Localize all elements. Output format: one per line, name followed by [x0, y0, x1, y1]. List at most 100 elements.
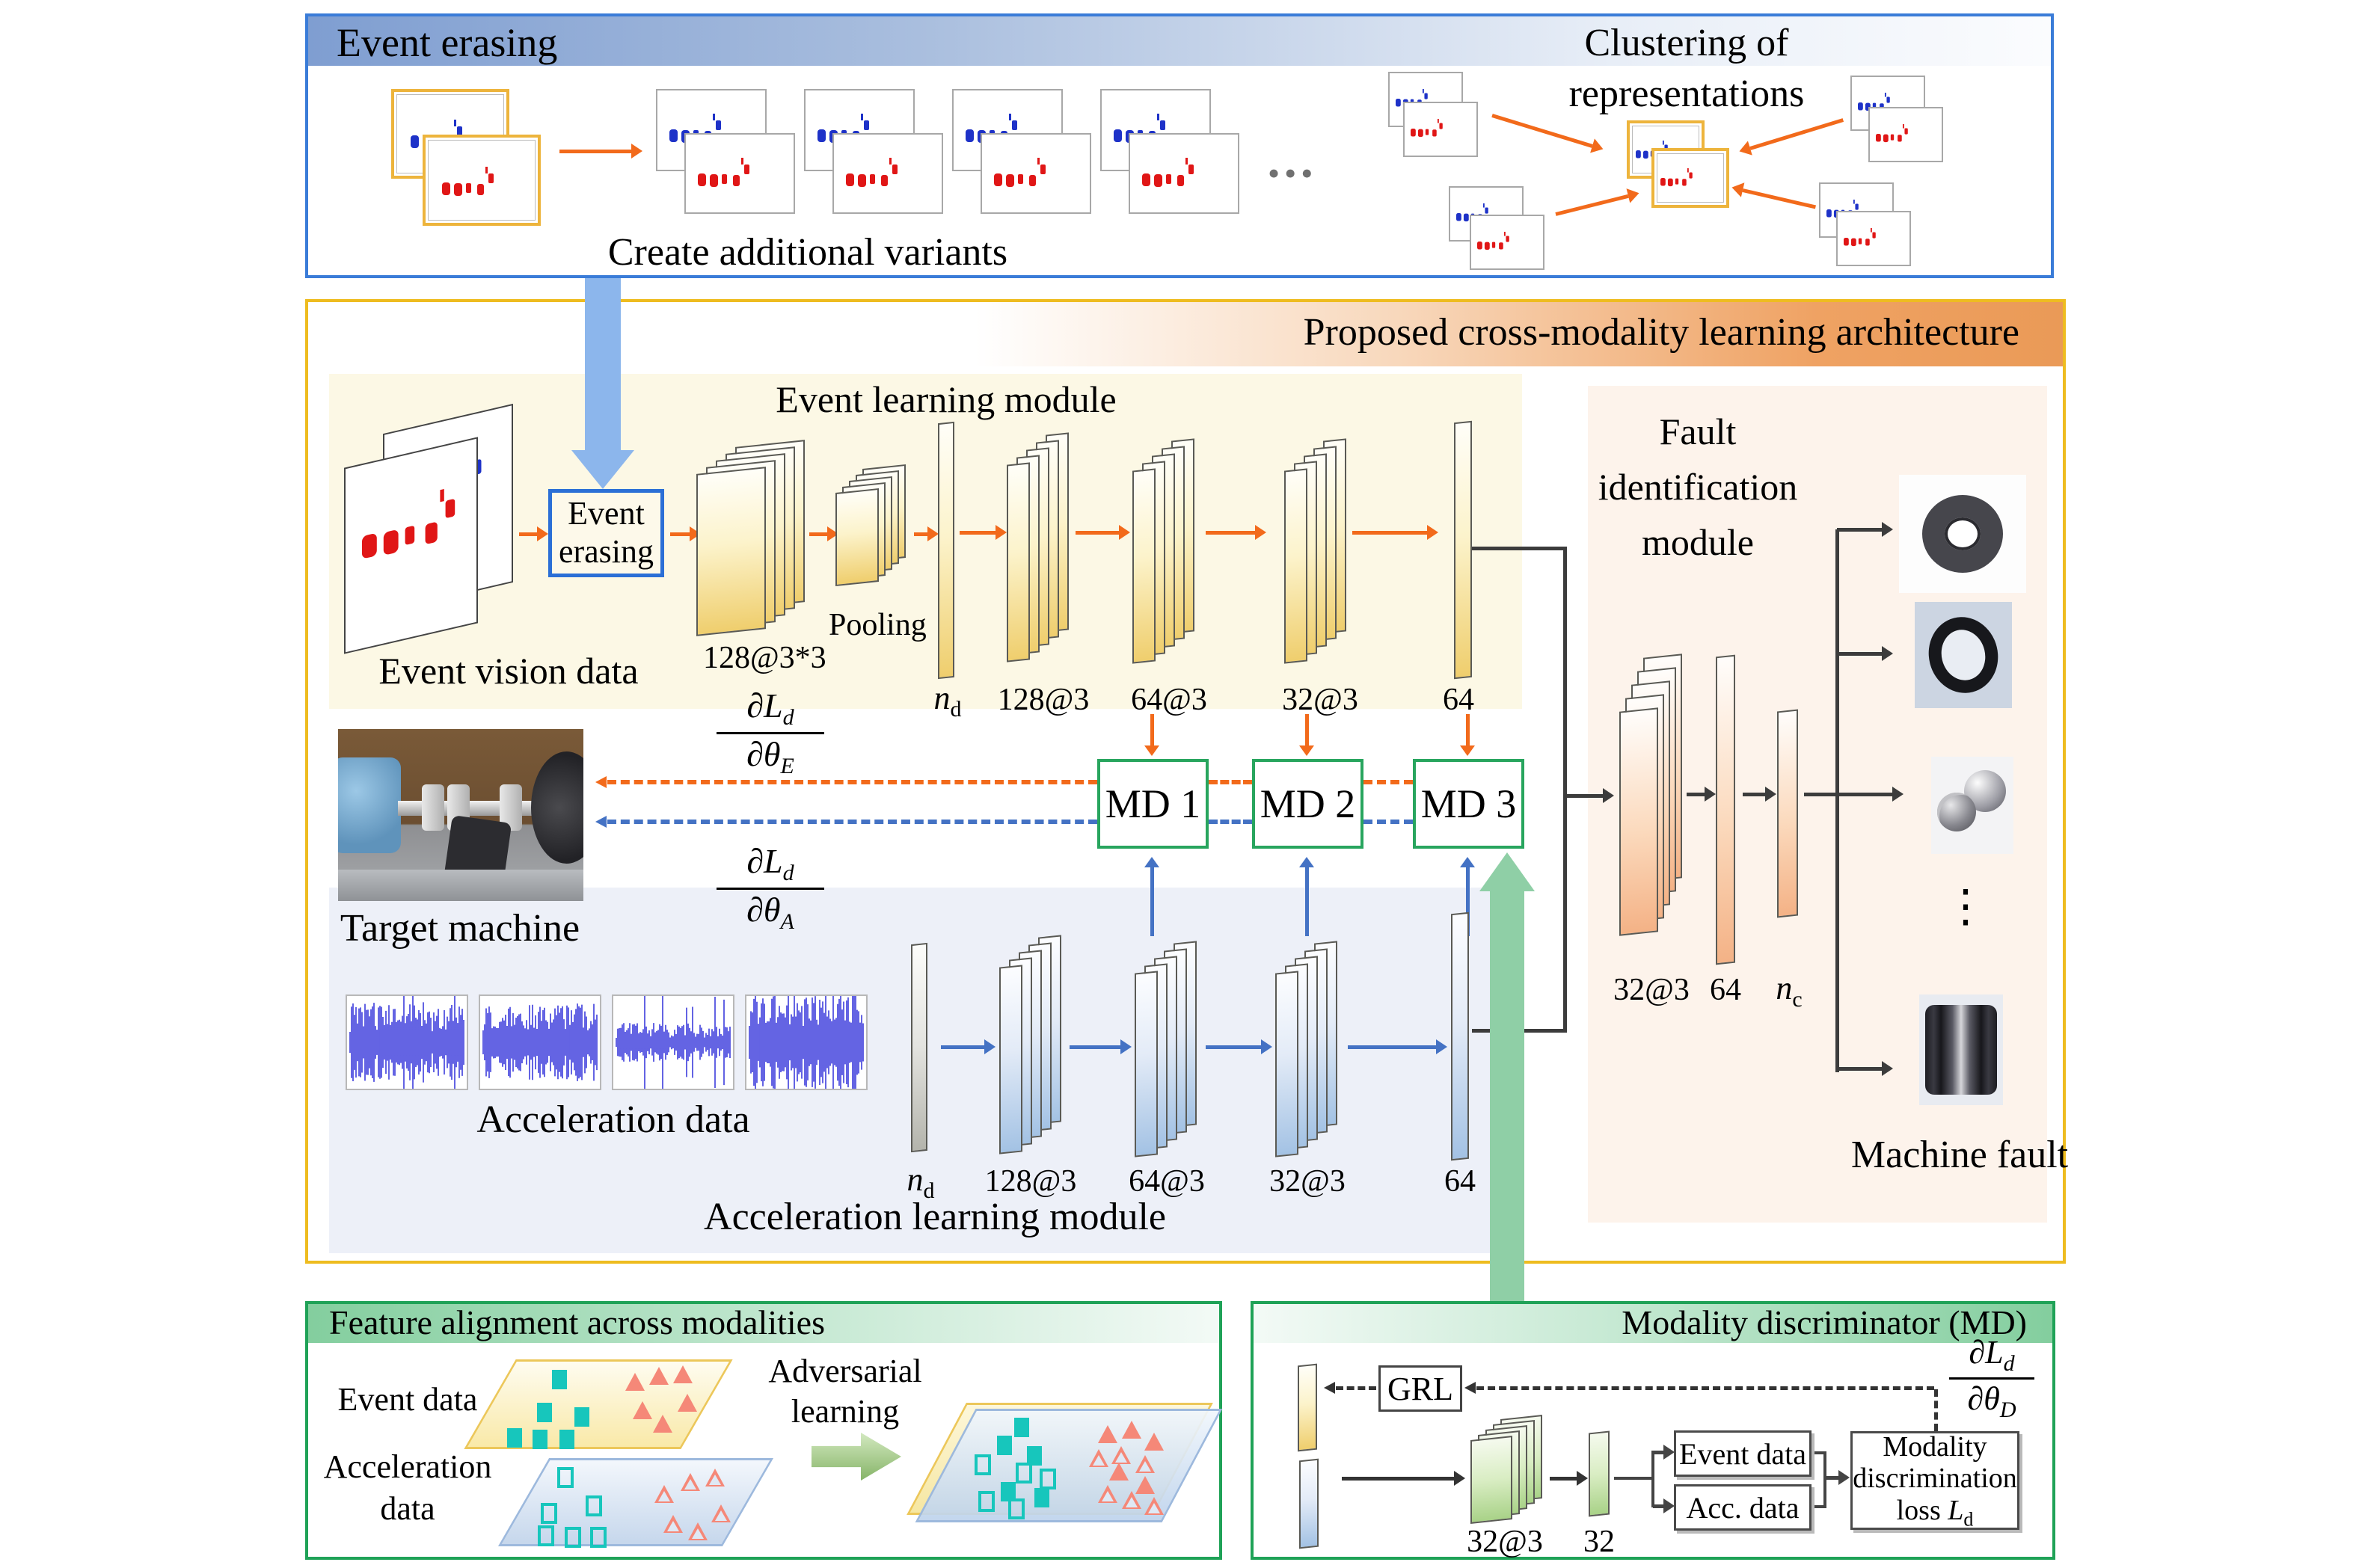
- triangle-marker: [649, 1367, 669, 1385]
- variants-caption: Create additional variants: [607, 231, 1008, 274]
- architecture-title: Proposed cross-modality learning archite…: [1303, 311, 2019, 354]
- fault-input-arrow: [1567, 788, 1614, 803]
- bearing-housing: [531, 751, 583, 864]
- flow-arrow: [1076, 525, 1130, 540]
- modality-discriminator-section: [1251, 1301, 2055, 1560]
- triangle-marker: [673, 1365, 693, 1383]
- formula-denominator: ∂θD: [1967, 1380, 2016, 1423]
- roller-bearing-shape: [1925, 1005, 1997, 1095]
- feature-map-sheet: [1135, 971, 1158, 1157]
- class-arrow: [1837, 646, 1893, 661]
- triangle-marker: [688, 1522, 708, 1540]
- bearing-ring-shape: [1922, 495, 2003, 573]
- layer-label-nd-accel: nd: [906, 1161, 935, 1203]
- triangle-marker: [1122, 1421, 1141, 1439]
- flow-arrow: [1352, 525, 1438, 540]
- feature-alignment-header: [308, 1304, 1219, 1343]
- gradient-formula-theta-D: ∂Ld ∂θD: [1943, 1335, 2040, 1422]
- md-title: Modality discriminator (MD): [1622, 1303, 2027, 1341]
- md-merge-line: [1814, 1451, 1826, 1454]
- gradient-dash-event: [595, 776, 1097, 788]
- feature-map-sheet: [1007, 462, 1030, 662]
- layer-label: 32@3: [1282, 683, 1358, 717]
- md-detail-link-arrow: [1490, 891, 1524, 1301]
- triangle-marker: [678, 1394, 697, 1412]
- grl-input-dash: [1464, 1382, 1934, 1394]
- flow-arrow: [1206, 525, 1266, 540]
- motor-body: [338, 757, 401, 853]
- machine-fault-label: Machine fault: [1850, 1134, 2069, 1176]
- flow-arrow-accel: [1070, 1039, 1132, 1054]
- md-merge-line: [1823, 1451, 1826, 1508]
- flow-arrow: [809, 526, 838, 541]
- event-erasing-op-box: Event erasing: [548, 489, 664, 577]
- triangle-marker: [1098, 1425, 1117, 1443]
- acceleration-data-label: Acceleration data: [476, 1098, 750, 1141]
- square-marker: [507, 1428, 522, 1448]
- triangle-marker: [1144, 1433, 1164, 1451]
- flow-arrow-accel: [1348, 1039, 1447, 1054]
- class-arrow: [1837, 1061, 1893, 1076]
- triangle-marker: [681, 1473, 700, 1491]
- triangle-marker: [1098, 1485, 1117, 1503]
- waveform-trace: [749, 980, 864, 1104]
- event-feature-arrow: [1299, 714, 1314, 756]
- triangle-marker: [1135, 1455, 1155, 1473]
- fault-flow-arrow: [1743, 787, 1776, 802]
- target-machine-photo: [338, 729, 583, 901]
- event-vision-data-label: Event vision data: [378, 650, 639, 692]
- square-marker: [538, 1525, 554, 1546]
- feature-connector: [1563, 547, 1567, 1033]
- source-event-frame-red: [423, 135, 541, 226]
- ellipsis-dots: •••: [1268, 154, 1318, 192]
- md-branch-line: [1651, 1451, 1654, 1507]
- accel-feature-arrow: [1144, 857, 1159, 936]
- formula-numerator: ∂Ld: [746, 686, 794, 731]
- adversarial-label-line1: Adversarial: [768, 1353, 922, 1389]
- square-marker: [1016, 1463, 1032, 1484]
- variants-arrow: [559, 144, 642, 159]
- triangle-marker: [1144, 1497, 1164, 1515]
- base-plate: [338, 870, 583, 901]
- fault-flow-arrow: [1687, 787, 1716, 802]
- fault-output-arrow: [1804, 787, 1903, 802]
- layer-label: 64: [1710, 973, 1741, 1007]
- square-marker: [590, 1527, 607, 1548]
- event-blob-pattern: [1636, 150, 1641, 159]
- triangle-marker: [663, 1515, 683, 1533]
- class-branch-line: [1835, 529, 1839, 1072]
- triangle-marker: [1109, 1463, 1129, 1481]
- clustering-title-line2: representations: [1568, 73, 1805, 115]
- layer-label: 32@3: [1613, 973, 1690, 1007]
- fraction-bar: [717, 887, 824, 890]
- dense-layer-32-md: [1589, 1430, 1610, 1517]
- layer-label: 128@3: [997, 683, 1090, 717]
- fault-module-title-line1: Fault: [1659, 411, 1737, 452]
- event-blob-pattern: [1411, 129, 1416, 137]
- square-marker: [559, 1430, 574, 1449]
- event-blob-pattern: [1142, 173, 1150, 186]
- feature-map-sheet: [1619, 707, 1658, 936]
- md-branch-arrow: [1653, 1498, 1675, 1513]
- triangle-marker: [1111, 1446, 1131, 1464]
- section-title-event-erasing: Event erasing: [337, 20, 558, 65]
- event-blob-pattern: [994, 173, 1002, 186]
- cluster-frame-red: [1836, 211, 1911, 266]
- event-module-title: Event learning module: [776, 378, 1117, 420]
- md-loss-arrow: [1825, 1470, 1850, 1485]
- triangle-marker: [633, 1401, 652, 1419]
- dense-layer-nd-accel: [911, 942, 927, 1153]
- cluster-frame-red: [1403, 102, 1478, 157]
- variant-frame-red: [981, 133, 1091, 214]
- fault-image-roller-bearing: [1919, 994, 2003, 1105]
- square-marker: [1008, 1498, 1025, 1519]
- acceleration-waveform: [745, 980, 868, 1104]
- event-feature-arrow: [1144, 714, 1159, 756]
- triangle-marker: [625, 1373, 645, 1391]
- square-marker: [586, 1495, 602, 1516]
- square-marker: [1040, 1469, 1056, 1489]
- class-arrow: [1837, 522, 1893, 537]
- md-flow-arrow: [1342, 1471, 1465, 1486]
- formula-numerator: ∂Ld: [746, 842, 794, 886]
- flow-arrow: [914, 526, 939, 541]
